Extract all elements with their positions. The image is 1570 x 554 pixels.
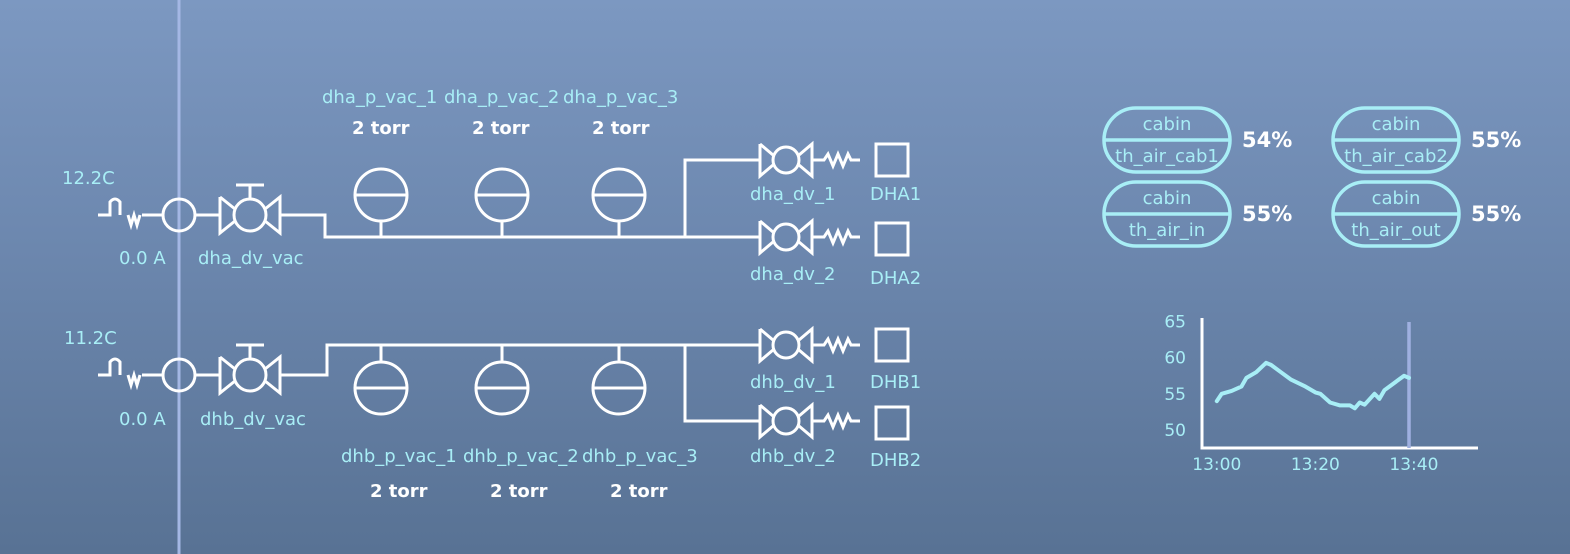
dha1-device-icon[interactable] xyxy=(874,142,910,178)
dha-p-vac-3-label: dha_p_vac_3 xyxy=(563,87,678,108)
sensor-name: th_air_out xyxy=(1351,220,1440,241)
dhb-p-vac-2-gauge-icon[interactable] xyxy=(474,344,530,416)
series-line[interactable] xyxy=(1214,360,1411,411)
sensor-th-air-in[interactable]: cabin th_air_in 55% xyxy=(1102,180,1292,248)
chart-axes xyxy=(1200,318,1478,450)
sensor-location: cabin xyxy=(1143,188,1192,209)
line-a-temperature: 12.2C xyxy=(62,168,115,189)
dhb-p-vac-2-label: dhb_p_vac_2 xyxy=(463,446,579,467)
sensor-name: th_air_cab1 xyxy=(1115,146,1219,167)
x-tick-label: 13:20 xyxy=(1291,455,1340,475)
sensor-value: 54% xyxy=(1242,128,1292,152)
dha2-device-icon[interactable] xyxy=(874,221,910,257)
line-a-diagram: 12.2C 0.0 A dha_dv_vac dha_p_vac_1 dha_p… xyxy=(62,87,921,289)
dha-dv-2-valve-icon[interactable] xyxy=(758,219,862,255)
dhb2-device-icon[interactable] xyxy=(874,405,910,441)
dhb-dv-2-valve-icon[interactable] xyxy=(758,403,862,439)
dhb-dv-vac-label: dhb_dv_vac xyxy=(200,409,306,430)
y-tick-label: 55 xyxy=(1164,385,1186,405)
sensor-value: 55% xyxy=(1471,202,1521,226)
dha-dv-1-valve-icon[interactable] xyxy=(758,142,862,178)
line-b-current-sensor-icon[interactable] xyxy=(161,357,197,393)
dhb-p-vac-1-label: dhb_p_vac_1 xyxy=(341,446,457,467)
y-tick-label: 65 xyxy=(1164,313,1186,333)
line-b-temperature: 11.2C xyxy=(64,328,117,349)
dha2-label: DHA2 xyxy=(870,268,921,289)
sensor-name: th_air_cab2 xyxy=(1344,146,1448,167)
dhb-p-vac-1-value: 2 torr xyxy=(370,481,428,502)
x-tick-label: 13:00 xyxy=(1192,455,1241,475)
dhb-p-vac-3-value: 2 torr xyxy=(610,481,668,502)
sensor-name: th_air_in xyxy=(1129,220,1205,241)
dhb-p-vac-1-gauge-icon[interactable] xyxy=(353,344,409,416)
dhb-p-vac-3-gauge-icon[interactable] xyxy=(591,344,647,416)
line-b-feedthrough-icon xyxy=(96,357,142,387)
sensor-th-air-out[interactable]: cabin th_air_out 55% xyxy=(1331,180,1521,248)
dha-p-vac-3-gauge-icon[interactable] xyxy=(591,167,647,239)
line-a-current-sensor-icon[interactable] xyxy=(161,197,197,233)
y-tick-label: 50 xyxy=(1164,421,1186,441)
dha-dv-1-label: dha_dv_1 xyxy=(750,184,835,205)
x-tick-label: 13:40 xyxy=(1389,455,1438,475)
sensor-location: cabin xyxy=(1143,114,1192,135)
sensor-location: cabin xyxy=(1372,188,1421,209)
dha-dv-vac-valve-icon[interactable] xyxy=(218,183,282,235)
humidity-chart[interactable]: 50 55 60 65 13:00 13:20 13:40 xyxy=(1164,313,1478,475)
dhb-dv-1-label: dhb_dv_1 xyxy=(750,372,836,393)
dhb-dv-2-label: dhb_dv_2 xyxy=(750,446,836,467)
line-a-feedthrough-icon xyxy=(96,197,142,227)
sensor-value: 55% xyxy=(1242,202,1292,226)
sensor-value: 55% xyxy=(1471,128,1521,152)
dha-p-vac-2-gauge-icon[interactable] xyxy=(474,167,530,239)
dhb1-device-icon[interactable] xyxy=(874,327,910,363)
line-a-current: 0.0 A xyxy=(119,248,166,269)
dhb-p-vac-2-value: 2 torr xyxy=(490,481,548,502)
line-b-diagram: 11.2C 0.0 A dhb_dv_vac dhb_p_vac_1 dhb_p… xyxy=(64,327,921,502)
dha-p-vac-2-label: dha_p_vac_2 xyxy=(444,87,559,108)
dhb-p-vac-3-label: dhb_p_vac_3 xyxy=(582,446,698,467)
dhb2-label: DHB2 xyxy=(870,450,921,471)
sensor-th-air-cab2[interactable]: cabin th_air_cab2 55% xyxy=(1331,106,1521,174)
dha-p-vac-1-value: 2 torr xyxy=(352,118,410,139)
dhb-dv-1-valve-icon[interactable] xyxy=(758,327,862,363)
dha-p-vac-3-value: 2 torr xyxy=(592,118,650,139)
y-tick-label: 60 xyxy=(1164,349,1186,369)
dha-dv-2-label: dha_dv_2 xyxy=(750,264,835,285)
dha-dv-vac-label: dha_dv_vac xyxy=(198,248,304,269)
sensor-th-air-cab1[interactable]: cabin th_air_cab1 54% xyxy=(1102,106,1292,174)
dha-p-vac-2-value: 2 torr xyxy=(472,118,530,139)
dhb-dv-vac-valve-icon[interactable] xyxy=(218,343,282,395)
sensor-location: cabin xyxy=(1372,114,1421,135)
dha1-label: DHA1 xyxy=(870,184,921,205)
dhb1-label: DHB1 xyxy=(870,372,921,393)
dha-p-vac-1-label: dha_p_vac_1 xyxy=(322,87,437,108)
dha-p-vac-1-gauge-icon[interactable] xyxy=(353,167,409,239)
line-b-current: 0.0 A xyxy=(119,409,166,430)
